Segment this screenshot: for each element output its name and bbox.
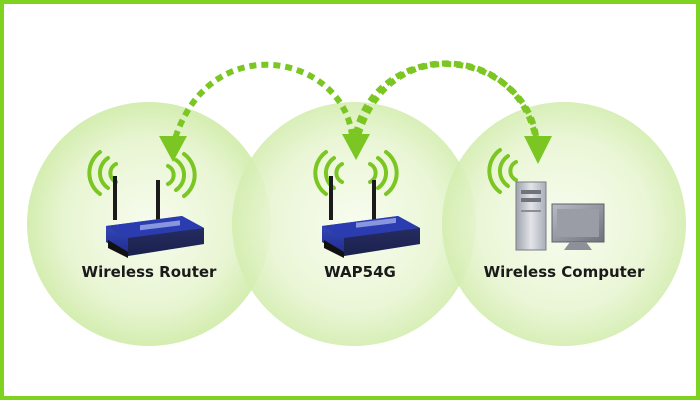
wifi-signal-icon [166, 152, 197, 198]
wifi-signal-icon [368, 150, 399, 196]
node-label-wireless-computer: Wireless Computer [483, 263, 645, 281]
desktop-computer-icon [487, 148, 605, 251]
wireless-router-device [87, 150, 204, 258]
arrowhead-wap [342, 134, 370, 160]
node-label-wireless-router: Wireless Router [81, 263, 217, 281]
wap54g-device [313, 150, 420, 258]
arrowhead-router [159, 136, 187, 162]
node-label-wap54g: WAP54G [324, 263, 396, 281]
diagram-canvas [27, 60, 686, 346]
wifi-signal-icon [487, 148, 518, 194]
arrowhead-computer [524, 136, 552, 164]
link-arrow-wap-to-computer [353, 60, 539, 140]
